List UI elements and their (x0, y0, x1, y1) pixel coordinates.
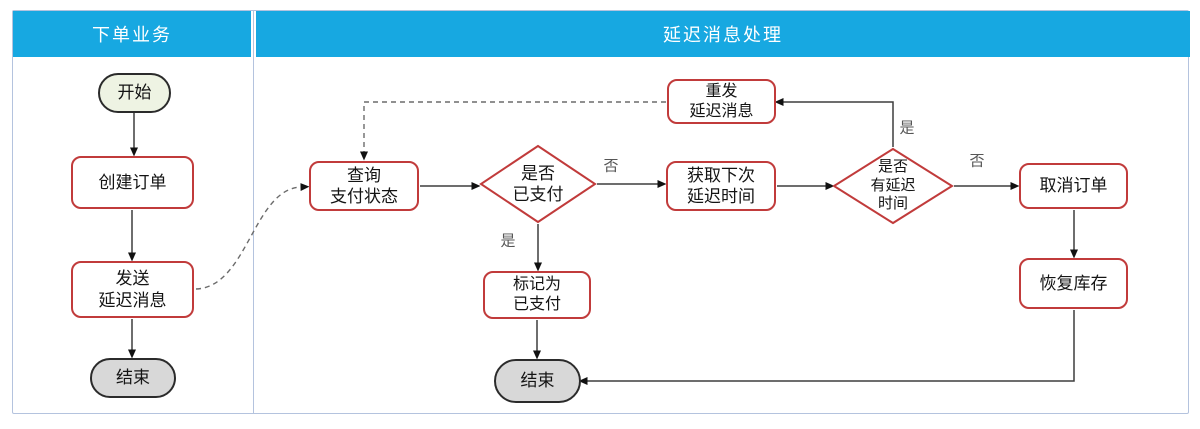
node-create-order: 创建订单 (71, 156, 194, 209)
edge-label-has-delay-yes: 是 (899, 119, 915, 137)
node-query-payment-status: 查询 支付状态 (309, 161, 419, 211)
lane-header-order-business: 下单业务 (13, 11, 251, 57)
node-is-paid-decision: 是否 已支付 (480, 145, 596, 223)
edge-label-is-paid-no: 否 (603, 157, 619, 175)
edge-restore-to-end (578, 310, 1075, 385)
edge-label-is-paid-yes: 是 (500, 232, 516, 250)
lane-title: 延迟消息处理 (663, 25, 783, 45)
edge-resend-to-query-dashed (360, 101, 666, 161)
edge-label-has-delay-no: 否 (969, 152, 985, 170)
node-restore-stock: 恢复库存 (1019, 258, 1128, 309)
node-get-next-delay-time: 获取下次 延迟时间 (666, 161, 776, 211)
node-resend-delay-message: 重发 延迟消息 (667, 79, 776, 124)
lane-header-delay-message: 延迟消息处理 (256, 11, 1190, 57)
diamond-shape (480, 145, 596, 223)
node-cancel-order: 取消订单 (1019, 163, 1128, 209)
node-start: 开始 (98, 73, 171, 113)
node-end-order-lane: 结束 (90, 358, 176, 398)
edge-send-delay-to-query-dashed (195, 183, 310, 290)
node-send-delay-message: 发送 延迟消息 (71, 261, 194, 318)
flowchart-board: 下单业务 延迟消息处理 开始 创建订单 发送 延迟消息 结束 (12, 10, 1190, 414)
lane-title: 下单业务 (92, 25, 172, 45)
node-mark-as-paid: 标记为 已支付 (483, 271, 591, 319)
node-end-message-lane: 结束 (494, 359, 581, 403)
lane-divider (253, 11, 254, 413)
edge-has-delay-yes-to-resend (774, 98, 894, 147)
diamond-shape (833, 148, 953, 224)
connectors-layer (128, 98, 1078, 385)
node-has-delay-time-decision: 是否 有延迟 时间 (833, 148, 953, 224)
